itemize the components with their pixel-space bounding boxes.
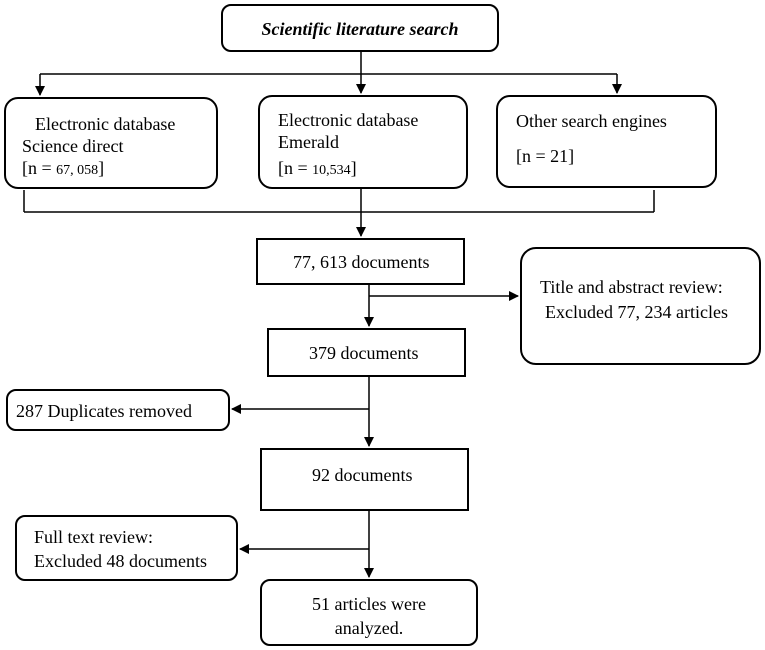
full-text-box: Full text review: Excluded 48 documents bbox=[15, 515, 238, 581]
full-text-line2: Excluded 48 documents bbox=[34, 551, 207, 571]
documents-92-box: 92 documents bbox=[260, 448, 469, 511]
documents-379-label: 379 documents bbox=[309, 343, 419, 363]
search-label: Scientific literature search bbox=[261, 19, 459, 39]
science-direct-count-suffix: ] bbox=[98, 158, 105, 178]
title-abstract-line2: Excluded 77, 234 articles bbox=[545, 302, 728, 322]
final-articles-line2: analyzed. bbox=[334, 618, 404, 638]
emerald-count-value: 10,534 bbox=[312, 163, 351, 178]
science-direct-count: [n = 67, 058] bbox=[22, 157, 104, 182]
documents-379-box: 379 documents bbox=[267, 328, 466, 377]
title-abstract-line1: Title and abstract review: bbox=[540, 277, 723, 297]
science-direct-line2: Science direct bbox=[22, 136, 124, 156]
other-engines-count: [n = 21] bbox=[516, 146, 575, 166]
science-direct-count-prefix: [n = bbox=[22, 158, 57, 178]
duplicates-label: 287 Duplicates removed bbox=[16, 401, 192, 421]
emerald-count-suffix: ] bbox=[350, 158, 357, 178]
documents-77613-box: 77, 613 documents bbox=[256, 238, 465, 285]
title-abstract-box: Title and abstract review: Excluded 77, … bbox=[520, 247, 761, 365]
other-engines-box: Other search engines [n = 21] bbox=[496, 95, 717, 188]
emerald-line2: Emerald bbox=[278, 132, 339, 152]
duplicates-box: 287 Duplicates removed bbox=[6, 389, 230, 431]
final-articles-box: 51 articles were analyzed. bbox=[260, 579, 478, 646]
other-engines-line1: Other search engines bbox=[516, 111, 667, 131]
emerald-count-prefix: [n = bbox=[278, 158, 313, 178]
documents-92-label: 92 documents bbox=[312, 465, 413, 485]
emerald-line1: Electronic database bbox=[278, 110, 419, 130]
emerald-box: Electronic database Emerald [n = 10,534] bbox=[258, 95, 468, 189]
emerald-count: [n = 10,534] bbox=[278, 157, 357, 182]
science-direct-box: Electronic database Science direct [n = … bbox=[4, 97, 218, 189]
science-direct-line1: Electronic database bbox=[35, 114, 176, 134]
documents-77613-label: 77, 613 documents bbox=[293, 252, 430, 272]
final-articles-line1: 51 articles were bbox=[312, 594, 426, 614]
full-text-line1: Full text review: bbox=[34, 527, 153, 547]
science-direct-count-value: 67, 058 bbox=[56, 163, 99, 178]
search-box: Scientific literature search bbox=[221, 4, 499, 52]
